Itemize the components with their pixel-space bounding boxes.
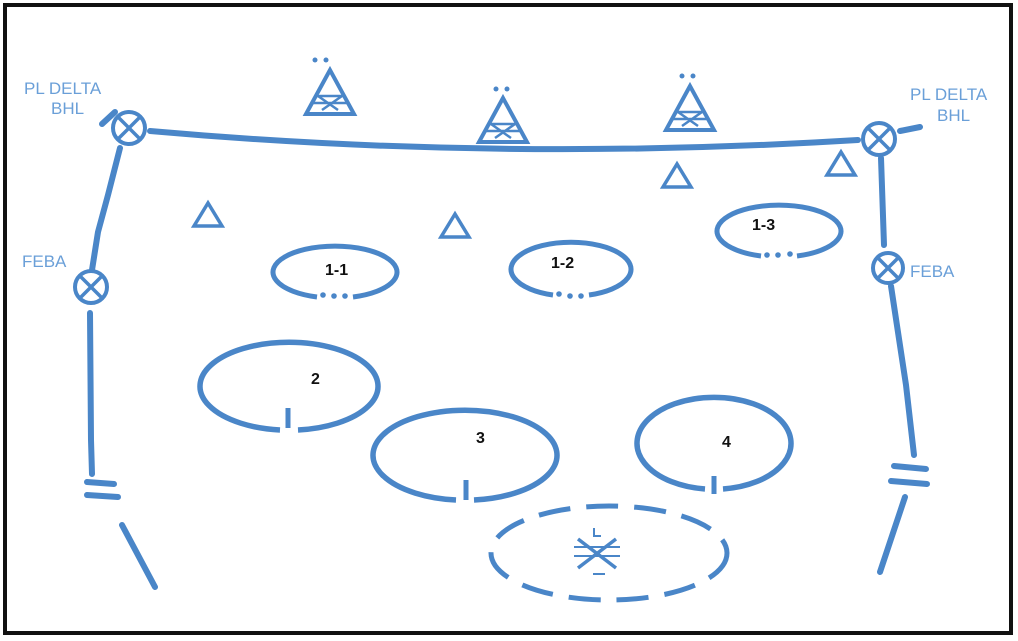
triangle-icon-4: [823, 148, 859, 177]
feba-label-left: FEBA: [22, 252, 67, 271]
right-boundary-lower: [888, 283, 917, 458]
right-boundary-tail: [877, 494, 908, 575]
position-label: 1-2: [551, 255, 574, 272]
phase-line-delta: [147, 128, 861, 153]
observation-post-icon-3: [662, 73, 718, 132]
phase-line-label-left: PL DELTA: [24, 79, 102, 98]
triangle-icon-2: [437, 210, 473, 239]
feba-point-icon-right: [871, 251, 905, 285]
right-break-mark-bottom: [888, 478, 930, 487]
phase-line-contact-point-icon-left: [111, 110, 147, 146]
right-break-mark-top: [891, 463, 929, 472]
phase-line-label-right: PL DELTA: [910, 85, 988, 104]
observation-post-icon-1: [302, 57, 358, 116]
position-label: 1-3: [752, 217, 775, 234]
position-label: 1-1: [325, 262, 348, 279]
left-break-mark-top: [84, 479, 117, 487]
feba-label-right: FEBA: [910, 262, 955, 281]
left-boundary-lower: [87, 310, 95, 477]
position-2: 2: [197, 339, 381, 433]
mortar-symbol-icon: [574, 528, 620, 575]
phase-line-right-stub: [897, 124, 923, 134]
position-1-3: 1-3: [714, 202, 844, 259]
phase-line-left-stub: [99, 109, 118, 127]
diagram-frame: [3, 3, 1013, 635]
assembly-area: [488, 503, 730, 603]
phase-line-sub-label-left: BHL: [51, 99, 84, 118]
position-3: 3: [370, 407, 560, 503]
left-boundary-upper: [89, 145, 123, 273]
right-boundary-upper: [878, 155, 887, 248]
left-break-mark-bottom: [84, 492, 121, 500]
triangle-icon-3: [659, 160, 695, 189]
position-1-1: 1-1: [270, 243, 400, 300]
phase-line-contact-point-icon-right: [861, 121, 897, 157]
phase-line-sub-label-right: BHL: [937, 106, 970, 125]
feba-point-icon-left: [73, 269, 109, 305]
position-label: 4: [722, 434, 731, 451]
position-1-2: 1-2: [508, 239, 634, 299]
left-boundary-tail: [119, 522, 158, 590]
position-label: 3: [476, 430, 485, 447]
triangle-icon-1: [190, 199, 226, 228]
observation-post-icon-2: [475, 86, 531, 144]
position-label: 2: [311, 371, 320, 388]
position-4: 4: [634, 394, 794, 494]
